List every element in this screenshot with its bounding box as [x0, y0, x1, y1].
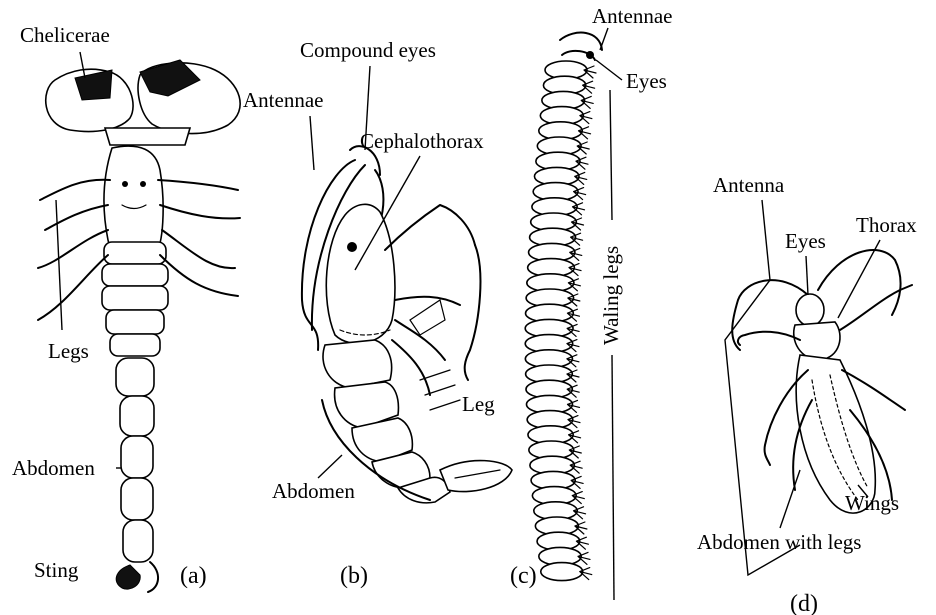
legs-leader: [56, 200, 62, 330]
label-walking-legs: Waling legs: [599, 246, 623, 345]
antenna-d-leader: [725, 200, 800, 575]
label-abdomen-a: Abdomen: [12, 456, 95, 480]
abdomen-b-leader: [318, 455, 342, 478]
caption-a: (a): [180, 563, 207, 589]
label-abdomen-b: Abdomen: [272, 479, 355, 503]
label-sting: Sting: [34, 558, 79, 582]
scorpion-drawing: [38, 60, 240, 592]
prawn-drawing: [302, 146, 512, 503]
label-abdomen-with-legs: Abdomen with legs: [697, 530, 861, 554]
millipede-drawing: [525, 33, 602, 581]
label-eyes-c: Eyes: [626, 69, 667, 93]
eyes-d-leader: [806, 256, 808, 295]
caption-b: (b): [340, 563, 368, 589]
label-chelicerae: Chelicerae: [20, 23, 110, 47]
walking-legs-leader-bottom: [612, 355, 614, 600]
antennae-b-leader: [310, 116, 314, 170]
label-leg: Leg: [462, 392, 495, 416]
eyes-c-leader: [596, 60, 622, 80]
antennae-c-leader: [600, 28, 608, 50]
label-compound-eyes: Compound eyes: [300, 38, 436, 62]
label-antennae-b: Antennae: [243, 88, 323, 112]
label-cephalothorax: Cephalothorax: [360, 129, 484, 153]
label-eyes-d: Eyes: [785, 229, 826, 253]
caption-d: (d): [790, 591, 818, 615]
cockroach-drawing: [732, 250, 912, 513]
label-legs: Legs: [48, 339, 89, 363]
label-antennae-c: Antennae: [592, 4, 672, 28]
label-wings: Wings: [845, 491, 899, 515]
label-antenna-d: Antenna: [713, 173, 785, 197]
caption-c: (c): [510, 563, 537, 589]
abdomen-with-legs-leader: [780, 470, 800, 528]
walking-legs-leader-top: [610, 90, 612, 220]
label-thorax: Thorax: [856, 213, 917, 237]
millipede-segment: [541, 563, 583, 581]
